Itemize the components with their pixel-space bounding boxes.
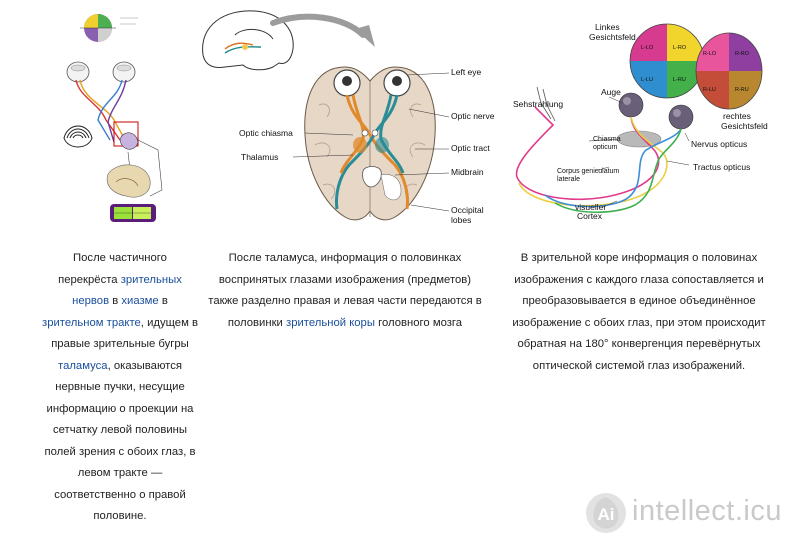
optic-radiation-pathways	[515, 86, 682, 214]
label-gesichtsfeld-right: Gesichtsfeld	[721, 121, 768, 131]
label-sehstrahlung: Sehstrahlung	[513, 99, 563, 109]
label-chiasma: Chiasma	[593, 136, 621, 143]
quadrant-l-ru	[667, 61, 704, 98]
svg-text:Ai: Ai	[598, 505, 615, 524]
label-midbrain: Midbrain	[451, 167, 484, 177]
figure-visual-pathway-schematic	[63, 14, 163, 222]
svg-text:R-RU: R-RU	[735, 87, 749, 93]
label-linkes: Linkes	[595, 22, 620, 32]
svg-text:R-RO: R-RO	[735, 51, 750, 57]
svg-text:R-LU: R-LU	[703, 87, 716, 93]
quadrant-r-lu	[696, 71, 729, 109]
label-left-eye: Left eye	[451, 67, 482, 77]
label-occipital: Occipital	[451, 205, 484, 215]
label-gesichtsfeld-left: Gesichtsfeld	[589, 32, 636, 42]
label-leaders	[292, 72, 450, 212]
caption-right: В зрительной коре информация о половинах…	[512, 252, 766, 372]
svg-text:R-LO: R-LO	[703, 51, 717, 57]
caption-left: После частичного перекрёста зрительных н…	[42, 252, 198, 522]
figure-gesichtsfeld-pathway: L-LO L-RO L-LU L-RU R-LO R-RO R-LU R-RU	[513, 22, 768, 221]
head-profile-sketch	[202, 10, 294, 71]
label-optic-tract: Optic tract	[451, 143, 490, 153]
label-optic-chiasma: Optic chiasma	[239, 128, 293, 138]
label-lobes: lobes	[451, 215, 471, 225]
label-nervus-opticus: Nervus opticus	[691, 139, 747, 149]
label-optic-nerve: Optic nerve	[451, 111, 495, 121]
geniculate-nucleus	[63, 125, 139, 150]
link-optic-tract[interactable]: зрительном тракте	[42, 316, 141, 329]
label-corpus: Corpus geniculatum	[557, 168, 619, 175]
label-rechtes: rechtes	[723, 111, 751, 121]
label-cortex: Cortex	[577, 211, 603, 221]
link-visual-cortex[interactable]: зрительной коры	[286, 316, 375, 329]
quadrant-r-ro	[729, 33, 762, 71]
link-thalamus[interactable]: таламуса	[58, 359, 108, 372]
label-thalamus: Thalamus	[241, 152, 278, 162]
left-visual-field-sphere: L-LO L-RO L-LU L-RU	[629, 23, 705, 99]
right-visual-field-sphere: R-LO R-RO R-LU R-RU	[695, 32, 763, 110]
watermark: Ai intellect.icu	[584, 489, 810, 543]
quadrant-l-lu	[630, 61, 667, 98]
visual-field-diagram	[80, 14, 138, 42]
curved-arrow	[270, 13, 375, 47]
eyes-schematic	[66, 61, 136, 83]
brain-illustration	[304, 66, 436, 221]
eyeballs	[618, 92, 694, 130]
cortex-map	[110, 204, 156, 222]
watermark-text: intellect.icu	[632, 495, 782, 527]
label-visueller: visueller	[575, 202, 606, 212]
quadrant-r-lo	[696, 33, 729, 71]
optic-pathways	[75, 79, 127, 143]
svg-text:L-LO: L-LO	[641, 45, 654, 51]
brain-section-sketch	[106, 164, 151, 198]
quadrant-l-lo	[630, 24, 667, 61]
link-optic-nerves[interactable]: зрительных нервов	[72, 273, 182, 308]
svg-text:L-LU: L-LU	[641, 77, 653, 83]
svg-text:L-RO: L-RO	[673, 45, 687, 51]
svg-text:L-RU: L-RU	[673, 77, 686, 83]
intellect-logo-icon: Ai	[586, 493, 626, 533]
figure-brain-visual-pathway: Left eye Optic nerve Optic chiasma Optic…	[202, 10, 495, 225]
quadrant-r-ru	[729, 71, 762, 109]
label-tractus-opticus: Tractus opticus	[693, 162, 750, 172]
caption-middle: После таламуса, информация о половинках …	[208, 252, 482, 329]
label-auge: Auge	[601, 87, 621, 97]
label-laterale: laterale	[557, 176, 580, 183]
label-leaders	[588, 96, 690, 208]
label-opticum: opticum	[593, 144, 618, 151]
quadrant-l-ro	[667, 24, 704, 61]
link-chiasm[interactable]: хиазме	[121, 295, 159, 307]
